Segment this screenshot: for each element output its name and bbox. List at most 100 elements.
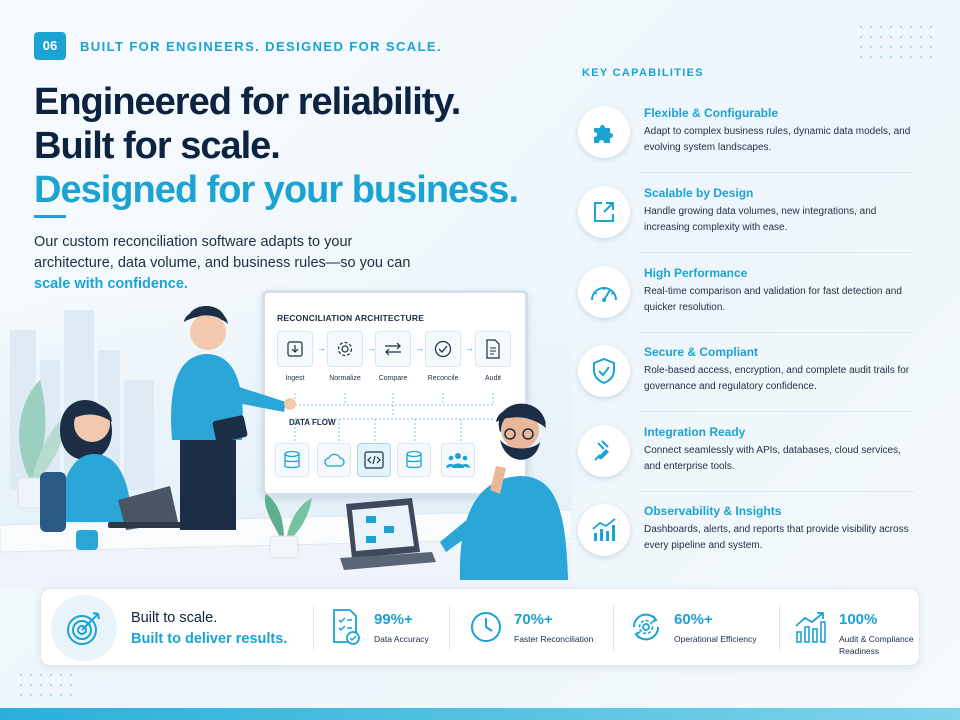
flow-database [397,443,431,477]
stat-label: Data Accuracy [374,634,429,644]
divider [779,605,780,651]
board-title: RECONCILIATION ARCHITECTURE [277,313,425,323]
gauge-icon [578,266,630,318]
step-label: Compare [378,375,408,382]
puzzle-icon [578,106,630,158]
cycle-gear-icon [629,607,663,647]
dot-pattern [16,670,76,700]
capability-desc: Dashboards, alerts, and reports that pro… [644,524,909,551]
stat-value: 70%+ [514,611,553,628]
accent-rule [34,215,66,218]
database-icon [406,450,422,469]
capability-observability: Observability & Insights Dashboards, ale… [578,502,918,572]
capability-performance: High Performance Real-time comparison an… [578,264,918,334]
check-circle-icon [434,340,452,358]
capability-title: Secure & Compliant [644,345,759,359]
eyebrow-text: BUILT FOR ENGINEERS. DESIGNED FOR SCALE. [80,39,443,54]
capability-flexible: Flexible & Configurable Adapt to complex… [578,104,918,174]
step-ingest [277,331,313,367]
code-icon [364,451,384,469]
bar-chart-icon [578,504,630,556]
step-normalize [327,331,363,367]
flow-connectors [294,393,494,441]
stat-value: 99%+ [374,611,413,628]
divider [640,411,914,412]
divider [313,605,314,651]
database-icon [284,450,300,469]
capability-desc: Real-time comparison and validation for … [644,286,902,313]
presenter-figure [171,306,296,530]
divider [640,252,914,253]
laptop-figure [340,498,436,570]
capability-title: Observability & Insights [644,504,782,518]
intro-highlight: scale with confidence. [34,276,188,292]
clock-icon [469,607,503,647]
divider [640,172,914,173]
growth-chart-icon [793,607,827,647]
document-icon [486,339,500,359]
arrow-right-icon: → [465,343,474,353]
stat-label: Audit & Compliance Readiness [839,634,914,656]
target-icon [51,595,117,661]
expand-arrow-icon [578,186,630,238]
capability-title: Flexible & Configurable [644,106,779,120]
architecture-whiteboard: RECONCILIATION ARCHITECTURE Ingest → Nor… [262,290,528,496]
team-illustration: RECONCILIATION ARCHITECTURE Ingest → Nor… [0,290,572,590]
title-line-1: Engineered for reliability. [34,81,461,123]
page-title: Engineered for reliability. Built for sc… [34,80,519,212]
divider [449,605,450,651]
bottom-accent-bar [0,708,960,720]
capability-desc: Connect seamlessly with APIs, databases,… [644,445,901,472]
capability-title: Scalable by Design [644,186,754,200]
step-label: Audit [485,375,501,382]
data-flow-title: DATA FLOW [289,418,336,427]
plug-icon [578,425,630,477]
users-icon [446,453,470,468]
capability-integration: Integration Ready Connect seamlessly wit… [578,423,918,493]
step-label: Reconcile [427,375,459,382]
shield-check-icon [578,345,630,397]
developer-figure [440,403,568,580]
flow-code [357,443,391,477]
stat-label: Faster Reconciliation [514,634,594,644]
title-line-2: Built for scale. [34,125,281,167]
capability-secure: Secure & Compliant Role-based access, en… [578,343,918,413]
tagline-primary: Built to scale. [131,610,218,626]
step-label: Ingest [285,375,305,382]
tagline-secondary: Built to deliver results. [131,631,288,647]
divider [613,605,614,651]
title-line-3: Designed for your business. [34,169,519,211]
dot-pattern [856,22,936,66]
gear-icon [337,341,353,357]
stats-strip: Built to scale. Built to deliver results… [40,588,920,666]
intro-text: Our custom reconciliation software adapt… [34,234,411,271]
capability-desc: Adapt to complex business rules, dynamic… [644,126,911,153]
step-label: Normalize [329,375,361,382]
arrow-right-icon: → [317,343,326,353]
flow-database [275,443,309,477]
divider [640,332,914,333]
office-scene-people [17,306,568,580]
stat-label: Operational Efficiency [674,634,757,644]
step-compare [375,331,411,367]
flow-cloud [317,443,351,477]
cloud-icon [324,453,345,467]
stat-value: 100% [839,611,878,628]
capability-scalable: Scalable by Design Handle growing data v… [578,184,918,254]
step-audit [475,331,511,367]
capability-title: High Performance [644,266,748,280]
intro-paragraph: Our custom reconciliation software adapt… [34,232,414,295]
download-icon [287,341,303,357]
capability-desc: Handle growing data volumes, new integra… [644,206,877,233]
woman-figure [40,400,188,550]
capabilities-heading: KEY CAPABILITIES [582,67,704,79]
arrow-right-icon: → [415,343,424,353]
capability-title: Integration Ready [644,425,746,439]
step-reconcile [425,331,461,367]
checklist-icon [329,607,363,647]
stat-value: 60%+ [674,611,713,628]
plant-desk [264,494,312,559]
swap-arrows-icon [385,342,401,356]
capability-desc: Role-based access, encryption, and compl… [644,365,910,392]
flow-users [441,443,475,477]
